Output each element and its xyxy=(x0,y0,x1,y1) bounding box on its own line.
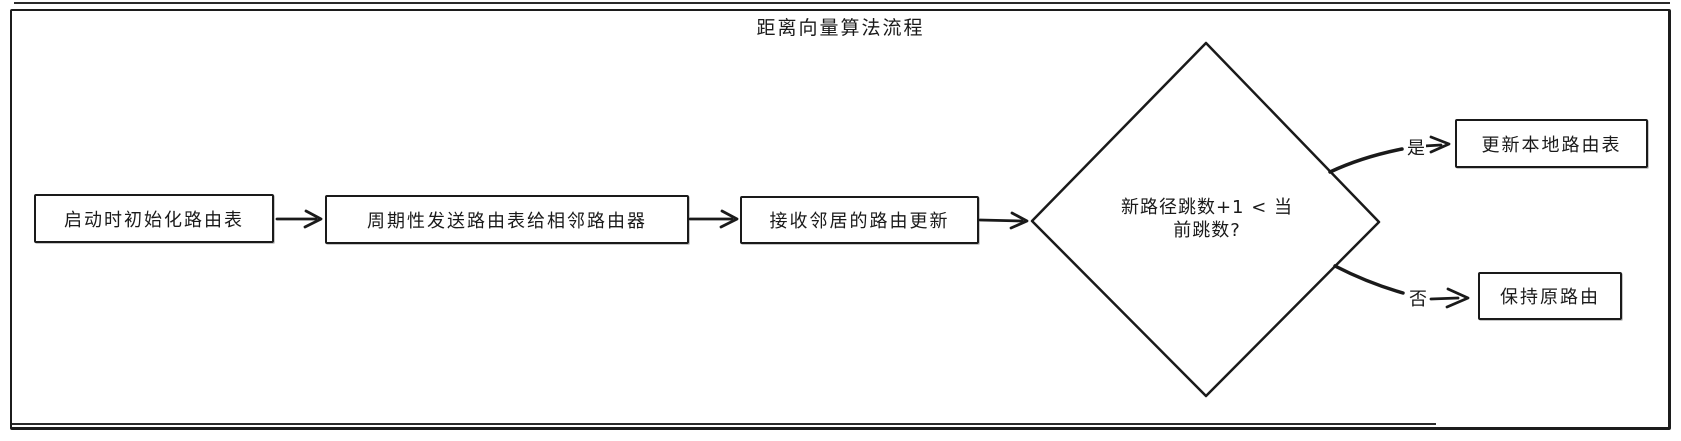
decision-label-line2: 前跳数? xyxy=(1173,220,1241,241)
node-send-label: 周期性发送路由表给相邻路由器 xyxy=(367,210,647,232)
frame-extra-top-stroke xyxy=(14,2,1670,4)
node-send-routing-table: 周期性发送路由表给相邻路由器 xyxy=(325,195,689,244)
node-update-local-table: 更新本地路由表 xyxy=(1455,119,1648,168)
arrow-decision-no xyxy=(1333,264,1470,309)
arrow-decision-yes xyxy=(1328,135,1451,174)
diagram-frame xyxy=(10,9,1671,430)
arrow-init-to-send xyxy=(275,209,323,229)
node-receive-updates: 接收邻居的路由更新 xyxy=(740,196,979,244)
node-init-label: 启动时初始化路由表 xyxy=(64,209,244,231)
decision-label-line1: 新路径跳数+1 < 当 xyxy=(1120,197,1294,218)
node-keep-label: 保持原路由 xyxy=(1500,287,1600,308)
node-receive-label: 接收邻居的路由更新 xyxy=(769,211,950,232)
node-init-routing-table: 启动时初始化路由表 xyxy=(34,194,274,243)
arrow-send-to-receive xyxy=(688,209,739,229)
node-update-label: 更新本地路由表 xyxy=(1481,134,1622,156)
decision-diamond xyxy=(1030,41,1381,398)
arrow-receive-to-decision xyxy=(978,211,1029,230)
yes-branch-label: 是 xyxy=(1406,134,1426,160)
diagram-title: 距离向量算法流程 xyxy=(756,17,925,39)
decision-label: 新路径跳数+1 < 当 前跳数? xyxy=(1107,196,1307,242)
frame-extra-bottom-stroke xyxy=(12,423,1436,425)
node-keep-route: 保持原路由 xyxy=(1478,272,1622,320)
no-branch-label: 否 xyxy=(1408,285,1428,311)
